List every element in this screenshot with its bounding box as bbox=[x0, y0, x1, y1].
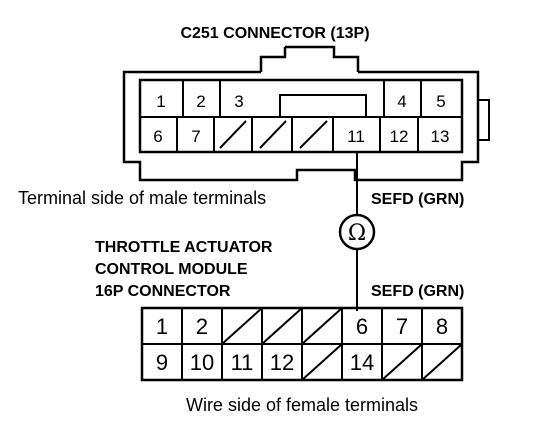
c251-pin-11: 11 bbox=[347, 127, 365, 146]
tac-pin-9: 9 bbox=[156, 350, 168, 375]
tac-pin-10: 10 bbox=[190, 350, 214, 375]
tac-title-line-2: CONTROL MODULE bbox=[95, 261, 248, 278]
tac-pin-11: 11 bbox=[231, 350, 254, 375]
c251-pin-2: 2 bbox=[196, 92, 205, 111]
tac-pin-8: 8 bbox=[436, 314, 448, 339]
tac-side-label: Wire side of female terminals bbox=[186, 395, 418, 415]
tac-title-line-1: THROTTLE ACTUATOR bbox=[95, 239, 273, 256]
c251-pin-1: 1 bbox=[156, 92, 165, 111]
c251-pin-6: 6 bbox=[153, 127, 162, 146]
tac-pin-7: 7 bbox=[396, 314, 408, 339]
ohm-symbol: Ω bbox=[348, 221, 366, 246]
tac-pin-12: 12 bbox=[270, 350, 294, 375]
c251-pin-5: 5 bbox=[436, 92, 445, 111]
tac-pin-14: 14 bbox=[350, 350, 374, 375]
tac-title-line-3: 16P CONNECTOR bbox=[95, 283, 231, 300]
c251-pin-7: 7 bbox=[191, 127, 200, 146]
tac-pin-1: 1 bbox=[156, 314, 168, 339]
c251-pin-3: 3 bbox=[234, 92, 243, 111]
c251-pin-12: 12 bbox=[390, 127, 409, 146]
tac-pin-6: 6 bbox=[356, 314, 368, 339]
c251-connector-body bbox=[122, 45, 490, 182]
c251-side-label: Terminal side of male terminals bbox=[18, 188, 266, 208]
c251-pin-4: 4 bbox=[397, 92, 406, 111]
c251-pin-13: 13 bbox=[431, 127, 450, 146]
tac-connector-body bbox=[140, 306, 464, 382]
tac-pin-2: 2 bbox=[196, 314, 208, 339]
c251-title: C251 CONNECTOR (13P) bbox=[180, 25, 369, 42]
c251-terminal-label: SEFD (GRN) bbox=[371, 191, 464, 208]
tac-terminal-label: SEFD (GRN) bbox=[371, 283, 464, 300]
